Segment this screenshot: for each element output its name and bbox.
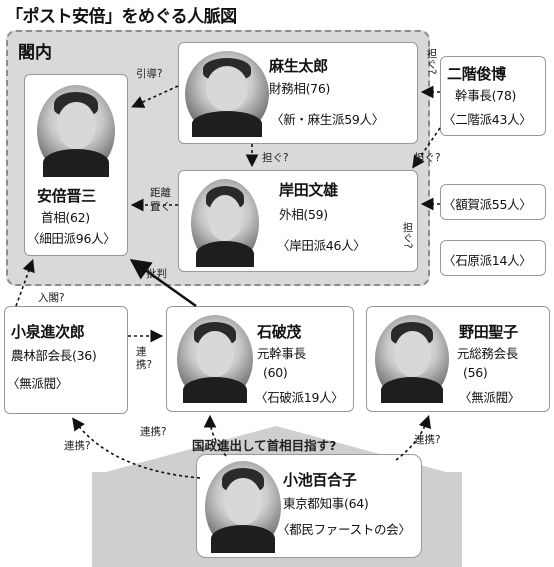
person-box-ishiba: 石破茂 元幹事長 (60) 〈石破派19人〉 (166, 306, 354, 412)
label-katsugu-nikai-aso: 担ぐ? (425, 48, 438, 75)
label-nyukaku: 入閣? (38, 292, 65, 304)
person-role-aso: 財務相(76) (269, 81, 331, 96)
faction-box-ishihara: 〈石原派14人〉 (440, 240, 546, 276)
person-faction-nikai: 〈二階派43人〉 (443, 112, 532, 127)
label-indo: 引導? (136, 68, 163, 80)
person-name-koike: 小池百合子 (283, 471, 357, 489)
person-faction-koike: 〈都民ファーストの会〉 (277, 522, 411, 537)
portrait-ishiba (177, 315, 253, 403)
arrow-ishiba-abe (129, 258, 197, 308)
person-faction-kishida: 〈岸田派46人〉 (277, 238, 366, 253)
person-name-noda: 野田聖子 (459, 323, 518, 341)
person-box-kishida: 岸田文雄 外相(59) 〈岸田派46人〉 (178, 170, 418, 272)
arrow-aso-abe (131, 85, 179, 108)
portrait-koike (205, 461, 281, 553)
label-renkei-koizumi-ishiba: 連携? (136, 346, 153, 371)
person-faction-noda: 〈無派閥〉 (459, 390, 521, 405)
person-name-aso: 麻生太郎 (269, 57, 328, 75)
person-name-ishiba: 石破茂 (257, 323, 302, 341)
person-faction-ishiba: 〈石破派19人〉 (255, 390, 344, 405)
person-age-noda: (56) (463, 365, 488, 380)
koike-headline: 国政進出して首相目指す? (192, 438, 337, 453)
person-role-abe: 首相(62) (41, 210, 90, 225)
person-faction-koizumi: 〈無派閥〉 (7, 376, 69, 391)
person-faction-aso: 〈新・麻生派59人〉 (271, 112, 384, 127)
faction-nukaga: 〈額賀派55人〉 (443, 197, 532, 212)
label-katsugu-nukaga: 担ぐ? (401, 222, 414, 249)
person-box-noda: 野田聖子 元総務会長 (56) 〈無派閥〉 (366, 306, 550, 412)
label-renkei-koike-noda: 連携? (414, 434, 441, 446)
portrait-aso (185, 51, 269, 137)
cabinet-label: 閣内 (18, 43, 52, 63)
person-role-ishiba: 元幹事長 (257, 346, 306, 361)
person-faction-abe: 〈細田派96人〉 (27, 231, 116, 246)
label-hihan: 批判 (146, 268, 167, 280)
portrait-noda (375, 315, 449, 403)
arrow-koike-koizumi (72, 417, 201, 479)
person-role-koizumi: 農林部会長(36) (11, 348, 97, 363)
person-role-nikai: 幹事長(78) (455, 88, 517, 103)
label-katsugu-nikai-kishida: 担ぐ? (414, 152, 441, 164)
faction-ishihara: 〈石原派14人〉 (443, 253, 532, 268)
person-name-abe: 安倍晋三 (37, 187, 96, 205)
person-box-abe: 安倍晋三 首相(62) 〈細田派96人〉 (24, 74, 128, 256)
person-role-kishida: 外相(59) (279, 207, 328, 222)
person-box-nikai: 二階俊博 幹事長(78) 〈二階派43人〉 (440, 56, 546, 136)
arrow-koizumi-abe (15, 258, 35, 307)
label-renkei-koike-ishiba: 連携? (140, 426, 167, 438)
label-katsugu-aso-kishida: 担ぐ? (262, 152, 289, 164)
person-role-noda: 元総務会長 (457, 346, 519, 361)
arrow-koike-noda (395, 414, 432, 461)
person-name-kishida: 岸田文雄 (279, 181, 338, 199)
label-renkei-koike-koizumi: 連携? (64, 440, 91, 452)
arrow-nikai-kishida (412, 127, 441, 169)
arrow-koike-ishiba (203, 414, 227, 457)
faction-box-nukaga: 〈額賀派55人〉 (440, 184, 546, 220)
portrait-abe (37, 85, 115, 177)
person-box-koike: 小池百合子 東京都知事(64) 〈都民ファーストの会〉 (196, 454, 422, 558)
person-age-ishiba: (60) (263, 365, 288, 380)
person-box-koizumi: 小泉進次郎 農林部会長(36) 〈無派閥〉 (4, 306, 128, 414)
person-role-koike: 東京都知事(64) (283, 496, 369, 511)
diagram-title: 「ポスト安倍」をめぐる人脈図 (6, 7, 237, 27)
person-name-koizumi: 小泉進次郎 (11, 323, 85, 341)
person-box-aso: 麻生太郎 財務相(76) 〈新・麻生派59人〉 (178, 42, 418, 144)
portrait-kishida (191, 179, 259, 267)
label-kyori-oku: 距離置く (150, 187, 171, 213)
person-name-nikai: 二階俊博 (447, 65, 506, 83)
